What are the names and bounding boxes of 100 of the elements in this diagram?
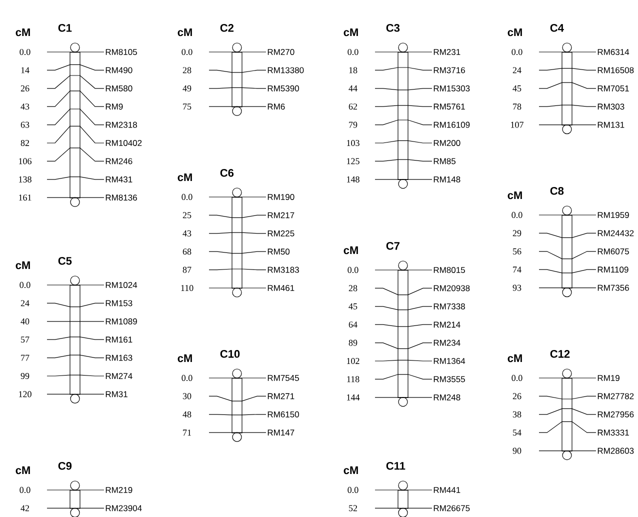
node-label: C9	[58, 462, 72, 470]
marker-line	[208, 87, 266, 89]
position-value: 26	[512, 393, 522, 400]
marker-label: RM200	[434, 140, 460, 146]
position-value: 0.0	[182, 194, 192, 200]
unit-header: cM	[178, 354, 192, 362]
marker-line	[374, 179, 432, 180]
node-label: C10	[220, 350, 240, 358]
marker-line	[538, 396, 596, 400]
position-value: 42	[20, 505, 29, 512]
marker-label: RM234	[434, 340, 460, 346]
position-value: 74	[513, 266, 522, 273]
position-value: 93	[512, 284, 522, 291]
position-value: 52	[349, 505, 357, 512]
marker-line	[374, 324, 432, 327]
position-value: 75	[183, 104, 192, 110]
position-value: 138	[19, 176, 32, 182]
marker-line	[46, 75, 104, 89]
marker-line	[538, 408, 596, 415]
marker-label: RM8105	[106, 49, 137, 55]
chromosome-bar: C1	[58, 24, 80, 207]
marker-label: RM19	[598, 375, 620, 381]
marker-label: RM6	[268, 104, 285, 110]
marker-label: RM214	[434, 322, 460, 328]
position-value: 0.0	[20, 282, 30, 288]
node-label: C11	[386, 462, 406, 470]
position-value: 118	[347, 376, 360, 382]
marker-label: RM10402	[106, 140, 142, 146]
marker-line	[538, 68, 596, 70]
marker-line	[46, 126, 104, 144]
position-value: 64	[348, 322, 358, 328]
marker-line	[46, 176, 104, 180]
marker-line	[374, 159, 432, 162]
marker-label: RM274	[106, 373, 132, 379]
marker-label: RM24432	[598, 230, 634, 236]
unit-header: cM	[344, 246, 358, 254]
marker-line	[208, 106, 266, 107]
marker-label: RM7338	[434, 303, 465, 310]
unit-header: cM	[508, 191, 522, 200]
position-value: 144	[347, 394, 360, 400]
position-value: 26	[20, 85, 30, 92]
position-value: 0.0	[512, 212, 522, 218]
unit-header: cM	[344, 466, 358, 474]
node-label: C2	[220, 24, 234, 32]
marker-label: RM1089	[106, 318, 137, 324]
marker-label: RM1364	[434, 358, 466, 364]
marker-line	[538, 269, 596, 274]
position-value: 103	[347, 140, 360, 146]
marker-line	[374, 105, 432, 107]
unit-header: cM	[178, 173, 192, 182]
unit-header: cM	[508, 28, 522, 36]
marker-line	[374, 288, 432, 296]
marker-label: RM217	[268, 212, 294, 218]
position-value: 148	[347, 176, 360, 182]
marker-label: RM490	[106, 67, 132, 74]
marker-label: RM15303	[434, 85, 470, 92]
position-value: 102	[347, 358, 360, 364]
marker-line	[46, 197, 104, 198]
position-value: 87	[182, 266, 192, 273]
marker-line	[46, 284, 104, 286]
position-value: 28	[348, 285, 358, 292]
marker-line	[46, 108, 104, 126]
position-value: 48	[182, 411, 192, 418]
position-value: 57	[21, 336, 30, 343]
marker-label: RM50	[268, 248, 290, 255]
position-value: 89	[348, 340, 358, 346]
position-value: 0.0	[348, 266, 358, 274]
marker-line	[374, 342, 432, 349]
position-value: 106	[19, 158, 32, 164]
position-value: 24	[20, 300, 30, 306]
marker-label: RM231	[434, 49, 460, 55]
marker-line	[538, 82, 596, 89]
marker-label: RM246	[106, 158, 132, 164]
marker-line	[208, 196, 266, 198]
unit-header: cM	[16, 28, 30, 36]
chromosome-bar: C11	[386, 462, 408, 517]
position-value: 43	[20, 104, 30, 110]
marker-label: RM3183	[268, 266, 299, 273]
chromosome-bar: C3	[386, 24, 408, 189]
node-label: C5	[58, 257, 72, 265]
position-value: 0.0	[20, 486, 30, 494]
marker-line	[374, 397, 432, 398]
marker-label: RM3331	[598, 430, 629, 436]
marker-label: RM580	[106, 85, 132, 92]
marker-label: RM6150	[268, 411, 299, 418]
position-value: 99	[20, 372, 30, 380]
unit-header: cM	[344, 28, 358, 36]
position-value: 0.0	[512, 48, 522, 56]
marker-label: RM131	[598, 122, 624, 128]
node-label: C8	[550, 187, 564, 195]
marker-label: RM148	[434, 176, 460, 182]
marker-line	[538, 124, 596, 126]
unit-header: cM	[508, 354, 522, 362]
node-label: C7	[386, 242, 400, 250]
marker-label: RM28603	[598, 448, 634, 454]
marker-line	[46, 336, 104, 340]
marker-line	[46, 148, 104, 162]
marker-label: RM1109	[598, 266, 628, 273]
position-value: 62	[348, 104, 357, 110]
position-value: 0.0	[348, 486, 358, 494]
